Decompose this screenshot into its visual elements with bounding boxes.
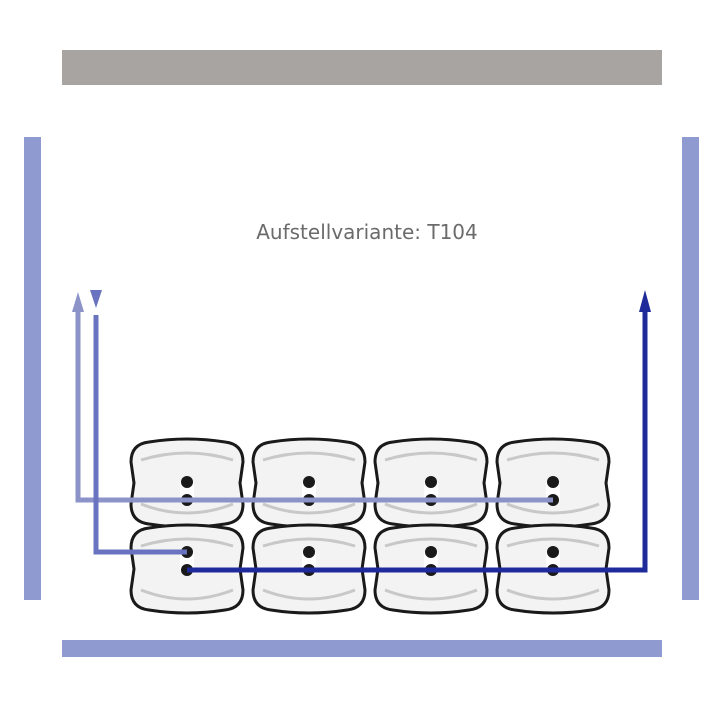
left-wall	[24, 137, 41, 600]
connector-icon	[303, 476, 315, 488]
connector-icon	[547, 476, 559, 488]
tank	[495, 437, 611, 529]
connector-icon	[425, 546, 437, 558]
tank	[129, 437, 245, 529]
connector-icon	[181, 476, 193, 488]
arrow-up-light-icon	[72, 292, 84, 312]
connector-icon	[547, 546, 559, 558]
connector-icon	[425, 476, 437, 488]
arrow-up-dark-icon	[639, 290, 651, 312]
right-wall	[682, 137, 699, 600]
pipe-dark	[187, 312, 648, 573]
pipe-light	[75, 312, 553, 503]
pipe-mid	[93, 315, 187, 555]
arrow-down-mid-icon	[90, 290, 102, 308]
diagram-title: Aufstellvariante: T104	[256, 220, 478, 244]
tank	[373, 437, 489, 529]
tank	[251, 437, 367, 529]
top-wall	[62, 50, 662, 85]
pipes	[72, 290, 651, 573]
tank-group	[129, 437, 611, 615]
connector-icon	[303, 546, 315, 558]
bottom-wall	[62, 640, 662, 657]
